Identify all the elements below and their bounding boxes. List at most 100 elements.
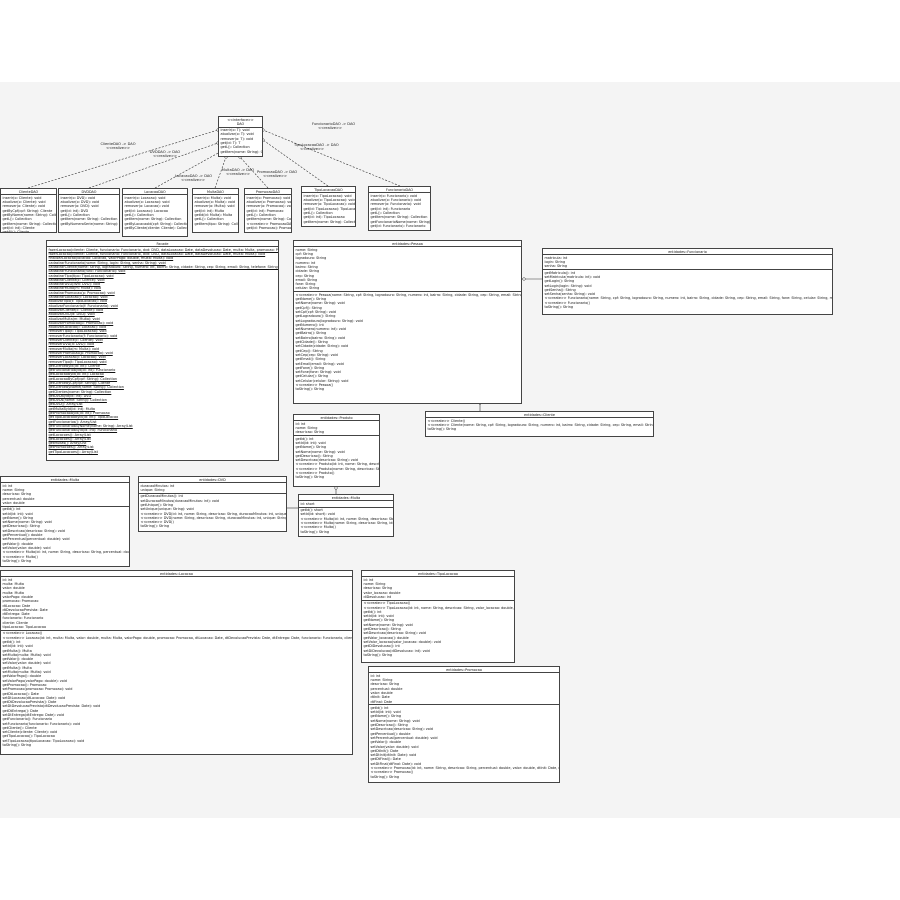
attribute: descricao: String: [363, 586, 393, 591]
method: setId(id: short): void: [300, 512, 335, 517]
attribute: multa: Multa: [2, 582, 24, 587]
method: remover(o: T): void: [220, 136, 254, 141]
attribute: id: int: [370, 673, 381, 678]
method: atualizar(o: T): void: [220, 132, 254, 137]
class-name: LocacaoDAO: [144, 189, 166, 194]
method: getMultas(): Array/List: [48, 441, 87, 446]
method: getItem(nome: String): Collection: [370, 215, 428, 220]
class-header: entidades::Produto: [294, 415, 379, 422]
method: removerTipo(t: TipoLocacao): void: [48, 359, 107, 364]
method: getCidade(): String: [295, 340, 328, 345]
method: get(id: Locacao): Locacao: [124, 208, 168, 213]
class-header: LocacaoDAO: [123, 189, 187, 196]
attribute: dtFinal: Date: [370, 699, 393, 704]
class-header: FuncionarioDAO: [369, 187, 430, 194]
class-name: entidades::Pessoa: [392, 241, 423, 246]
method: remover(o: TipoLocacao): void: [303, 202, 356, 207]
class-box-cliente[interactable]: entidades::Cliente<<create>> Cliente()<<…: [425, 411, 654, 437]
method: getLocacaoByCpf(cpf: String): Collection: [48, 376, 118, 381]
attribute: descricao: String: [370, 682, 400, 687]
method: getFuncionarios(): Array/List: [48, 419, 97, 424]
method: atualizar(o: Funcionario): void: [370, 198, 422, 203]
methods-section: fazerLocacao(cliente: Cliente, funcionar…: [47, 247, 279, 454]
attribute: cep: String: [295, 273, 314, 278]
method: <<create>> Cliente(nome: String, cpf: St…: [427, 423, 654, 428]
method: getDVDById(id: int): DVD: [48, 393, 92, 398]
method: getAll(): Cliente: [2, 230, 30, 233]
method: atualizarMulta(m: Multa): void: [48, 316, 100, 321]
method: setId(id: int): void: [295, 440, 326, 445]
method: getByNumeroSerie(nome: String): Collecti…: [60, 221, 120, 226]
method: getDVD(): Array/List: [48, 402, 83, 407]
method: <<create>> DVD(): [140, 520, 174, 525]
method: getNome(): String: [295, 445, 327, 450]
method: getCliente(): Cliente: [2, 725, 37, 730]
method: setCelular(celular: String): void: [295, 378, 349, 383]
method: toString(): String: [295, 475, 325, 480]
method: setSenha(senha: String): void: [544, 292, 595, 297]
method: getL(): Collection: [220, 145, 250, 150]
method: <<create>> DVD(nome: String, descricao: …: [140, 515, 287, 520]
method: atualizarDVD(d: DVD): void: [48, 312, 95, 317]
method: setDiDevolucao(diDevolucao: int): void: [363, 648, 430, 653]
class-header: DVDDAO: [59, 189, 119, 196]
attribute: percentual: double: [370, 686, 403, 691]
method: getValor(): double: [2, 657, 34, 662]
attribute: nome: String: [295, 426, 318, 431]
method: getItem(nome: String): Collection: [303, 219, 356, 224]
method: getLocacoes(): Array/List: [48, 432, 91, 437]
method: getFuncionarioById(id: int): Funcionario: [48, 368, 116, 373]
method: getByCpf(cpf: String): Cliente: [2, 208, 53, 213]
class-name: Facade: [156, 241, 169, 246]
method: removerFuncionario(f: Funcionario): void: [48, 333, 118, 338]
method: getPromocaoById(id: int): Promocao: [48, 411, 110, 416]
attribute: valor_locacao: double: [363, 590, 401, 595]
method: setFone(fone: String): void: [295, 370, 341, 375]
method: getDtInit(): Date: [370, 748, 399, 753]
method: getFuncionariosById(id: int): Funcionari…: [48, 428, 118, 433]
method: <<create>> Locacao(): [2, 631, 43, 636]
method: setDtFinal(dtFinal: Date): void: [370, 761, 422, 766]
method: removerTipo(t: TipoLocacao): void: [48, 329, 107, 334]
method: getDtLocacao(): Date: [2, 691, 39, 696]
method: cadastrarTipo(tipo: TipoLocacao): void: [48, 273, 114, 278]
method: remover(o: DVD): void: [60, 204, 99, 209]
method: <<create>> PromocaoDAO(): [246, 221, 292, 226]
method: getBairro(): String: [295, 331, 327, 336]
method: get(id: int): DVD: [60, 208, 89, 213]
method: getDescricao(): String: [370, 723, 408, 728]
method: setDtEntrega(dtEntrega: Date): void: [2, 713, 64, 717]
method: setValor(valor: double): void: [2, 545, 51, 550]
method: getPercentual(): double: [2, 533, 43, 538]
method: getLocacaoById(id: int): Locacao: [48, 372, 104, 377]
method: getClienteByNome(nome: String): Collecti…: [48, 385, 124, 390]
attribute: id: int: [2, 577, 13, 582]
method: getTipoLocacoes(): Array/List: [48, 449, 98, 454]
relation-label-dvddao: DVDDAO -> DAO <<realize>>: [149, 150, 181, 159]
